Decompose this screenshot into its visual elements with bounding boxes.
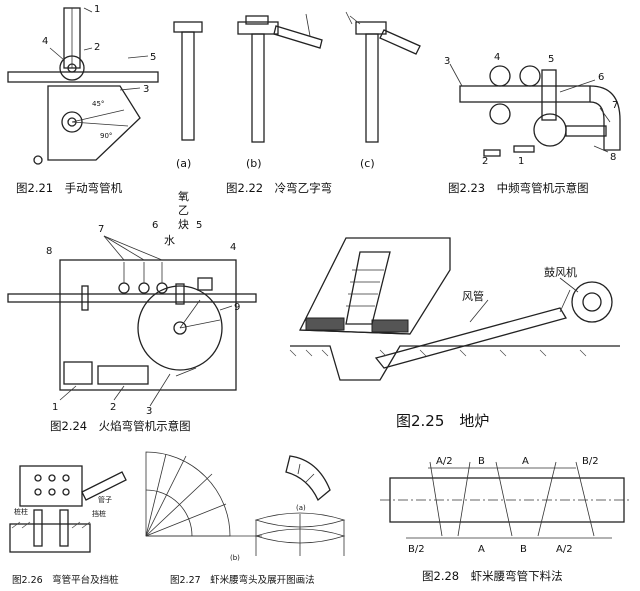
fig228-dimension-label: A/2 — [436, 456, 453, 467]
fig227-labels: (a) (b) — [230, 504, 306, 562]
fig223-label: 4 — [494, 52, 500, 63]
fig223-label: 6 — [598, 72, 604, 83]
fig228-dimension-label: A — [522, 456, 529, 467]
manual-pipe-bender-drawing — [7, 7, 159, 165]
bending-platform-drawing — [9, 465, 127, 553]
figure-caption-2-25: 图2.25 地炉 — [396, 412, 490, 430]
fig224-label: 4 — [230, 242, 236, 253]
fig223-label: 7 — [612, 100, 618, 111]
figure-caption-2-21: 图2.21 手动弯管机 — [16, 181, 123, 195]
flame-bender-drawing — [7, 235, 257, 407]
figure-caption-2-22: 图2.22 冷弯乙字弯 — [226, 181, 333, 195]
fig223-label: 5 — [548, 54, 554, 65]
fig221-labels: 1 2 3 4 5 45° 90° — [42, 4, 156, 140]
cold-bend-drawing-b — [237, 13, 323, 143]
fig221-label: 5 — [150, 52, 156, 63]
fig224-label: 7 — [98, 224, 104, 235]
fig221-label: 4 — [42, 36, 48, 47]
fig223-label: 2 — [482, 156, 488, 167]
figure-caption-2-28: 图2.28 虾米腰弯管下料法 — [422, 569, 563, 583]
cold-bend-drawing-c — [345, 11, 421, 143]
fig221-label: 3 — [143, 84, 149, 95]
fig225-label: 风管 — [462, 289, 484, 303]
fig224-label: 2 — [110, 402, 116, 413]
fig224-label: 1 — [52, 402, 58, 413]
fig228-dimension-label: B/2 — [582, 456, 599, 467]
fig223-labels: 1 2 3 4 5 6 7 8 — [444, 52, 618, 167]
shrimp-elbow-drawing — [145, 451, 346, 556]
fig227-label: (b) — [230, 554, 240, 562]
fig224-labels: 1 2 3 4 5 6 7 8 9 氧 乙 炔 水 — [46, 189, 240, 417]
fig221-label: 2 — [94, 42, 100, 53]
ground-furnace-drawing — [289, 237, 620, 381]
figure-caption-2-26: 图2.26 弯管平台及挡桩 — [12, 575, 119, 586]
fig225-label: 鼓风机 — [544, 265, 577, 279]
fig224-label: 9 — [234, 302, 240, 313]
fig226-labels: 管子 挡桩 桩柱 — [14, 495, 112, 518]
fig228-labels: A/2 B A B/2 B/2 A B A/2 — [408, 456, 599, 555]
fig224-label: 8 — [46, 246, 52, 257]
fig228-dimension-label: A — [478, 544, 485, 555]
fig224-label: 水 — [164, 234, 175, 247]
cold-bend-drawing-a — [173, 21, 203, 141]
fig222-labels: (a) (b) (c) — [176, 157, 375, 170]
fig223-label: 1 — [518, 156, 524, 167]
figure-caption-2-23: 图2.23 中频弯管机示意图 — [448, 181, 589, 195]
fig223-label: 8 — [610, 152, 616, 163]
fig221-label: 90° — [100, 132, 112, 140]
fig228-dimension-label: A/2 — [556, 544, 573, 555]
figure-caption-2-24: 图2.24 火焰弯管机示意图 — [50, 419, 191, 433]
fig221-label: 1 — [94, 4, 100, 15]
fig224-label: 乙 — [178, 204, 189, 217]
fig222-label: (a) — [176, 157, 191, 170]
fig222-label: (b) — [246, 157, 262, 170]
shrimp-cutting-layout-drawing — [380, 461, 632, 539]
fig227-label: (a) — [296, 504, 306, 512]
fig226-label: 管子 — [98, 495, 112, 504]
fig224-label: 6 — [152, 220, 158, 231]
figure-caption-2-27: 图2.27 虾米腰弯头及展开图画法 — [170, 575, 315, 586]
fig224-label: 炔 — [178, 218, 189, 231]
fig224-label: 5 — [196, 220, 202, 231]
medium-frequency-bender-drawing — [449, 63, 621, 157]
fig223-label: 3 — [444, 56, 450, 67]
fig225-labels: 鼓风机 风管 — [462, 265, 577, 303]
fig228-dimension-label: B/2 — [408, 544, 425, 555]
fig222-label: (c) — [360, 157, 375, 170]
fig221-label: 45° — [92, 100, 104, 108]
fig226-label: 桩柱 — [14, 507, 28, 516]
fig224-label: 氧 — [178, 189, 189, 203]
fig224-label: 3 — [146, 406, 152, 417]
fig228-dimension-label: B — [478, 456, 485, 467]
fig228-dimension-label: B — [520, 544, 527, 555]
fig226-label: 挡桩 — [92, 509, 106, 518]
